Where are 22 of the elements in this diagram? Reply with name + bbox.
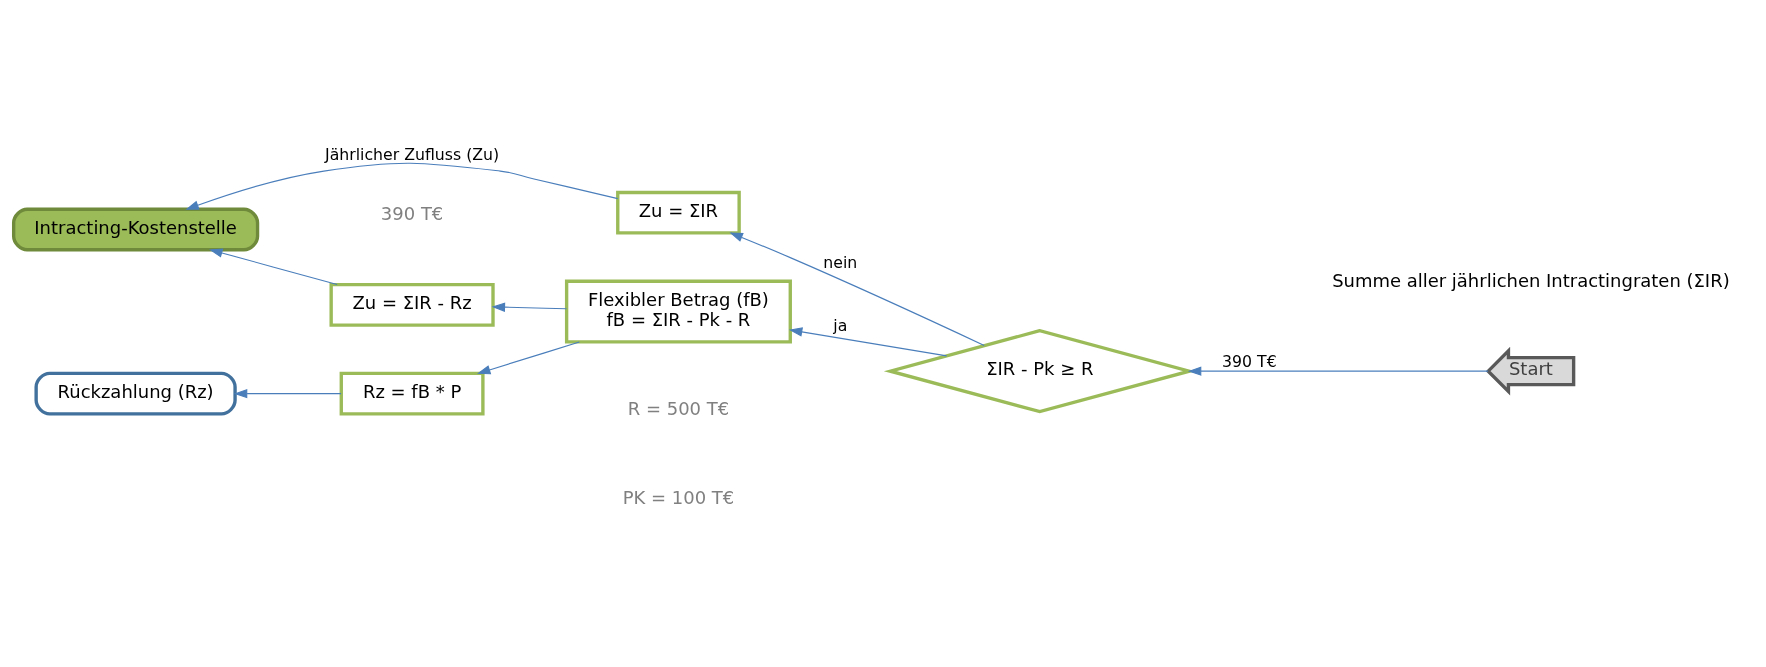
node-box: Rückzahlung (Rz) <box>34 371 237 416</box>
edge-label: nein <box>823 252 858 272</box>
edge-label: 390 T€ <box>1222 351 1277 371</box>
label: 390 T€ <box>380 203 444 225</box>
node-box: Rz = fB * P <box>339 371 485 416</box>
arrow <box>209 248 338 286</box>
arrow <box>185 162 619 210</box>
node-box: Zu = ΣIR - Rz <box>329 282 495 327</box>
node-label: Summe aller jährlichen Intractingraten (ΣIR) <box>1332 269 1730 291</box>
arrow <box>491 302 568 312</box>
node-box: Zu = ΣIR <box>616 190 741 235</box>
node-box: Flexibler Betrag (fB) fB = ΣIR - Pk - R <box>564 279 792 344</box>
arrow <box>476 341 580 375</box>
label: PK = 100 T€ <box>622 486 735 508</box>
arrow <box>233 388 342 399</box>
edge-label: ja <box>833 315 848 335</box>
edge-label: Jährlicher Zufluss (Zu) <box>325 145 500 165</box>
arrow <box>729 232 985 346</box>
arrow <box>1187 366 1489 376</box>
arrow <box>788 327 948 357</box>
node-box: Intracting-Kostenstelle <box>12 207 260 252</box>
label: R = 500 T€ <box>627 397 730 419</box>
